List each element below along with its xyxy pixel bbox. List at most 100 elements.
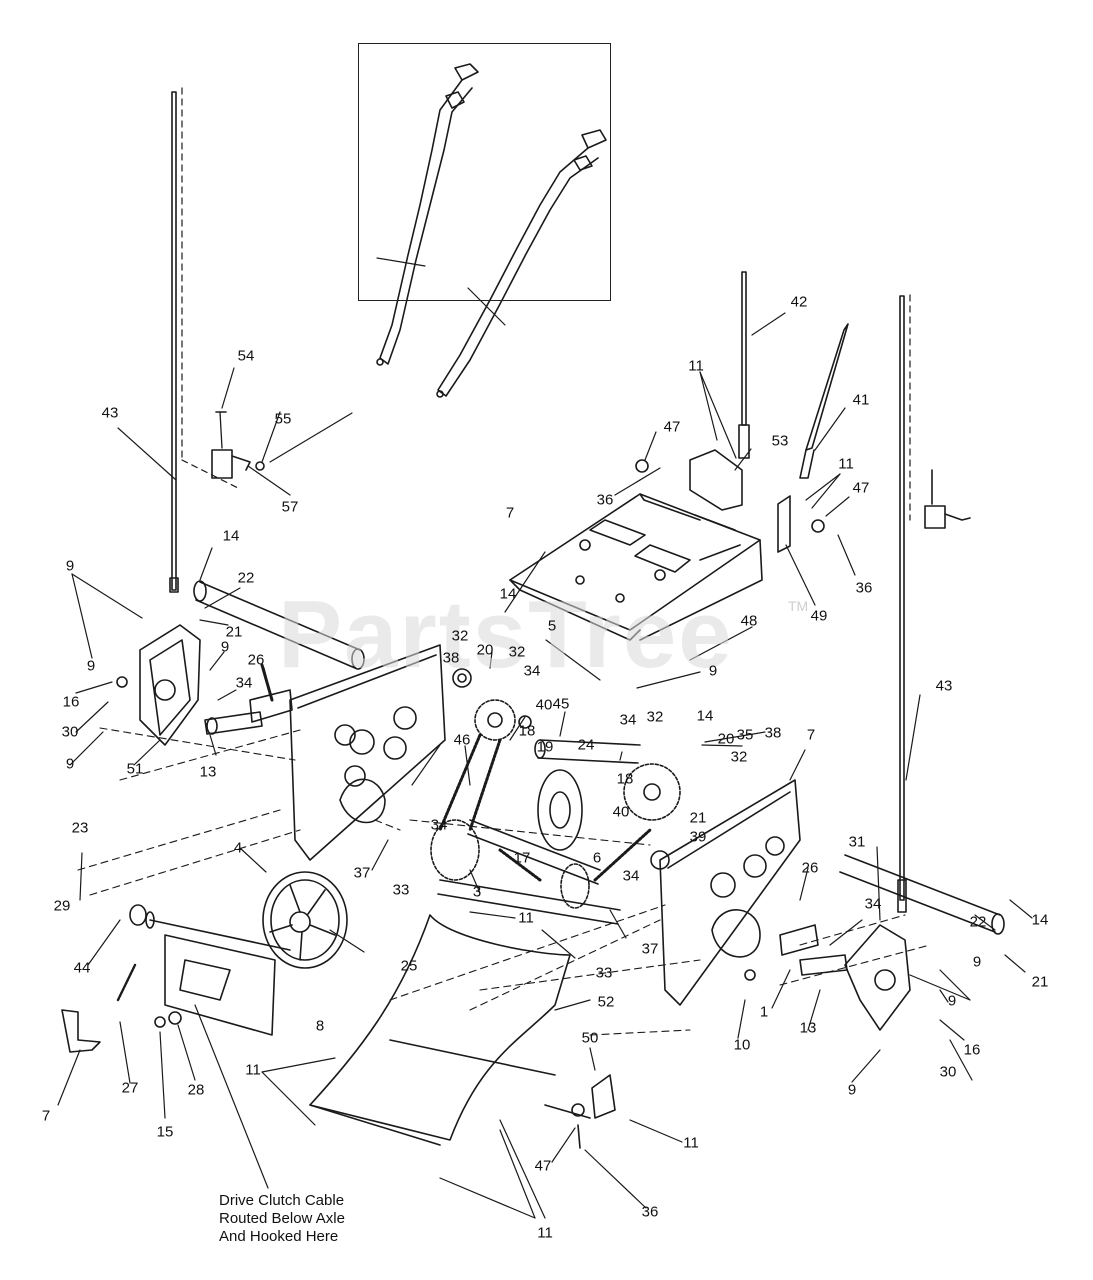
upper-frame-plate xyxy=(509,493,763,641)
part-label: 40 xyxy=(535,696,553,714)
part-label: 8 xyxy=(315,1017,325,1035)
part-label: 11 xyxy=(537,1224,553,1242)
part-label: 33 xyxy=(392,881,410,899)
drive-clutch-cable-note: Drive Clutch Cable Routed Below Axle And… xyxy=(219,1192,345,1246)
callout-leader-lines xyxy=(57,312,1033,1219)
part-label: 5 xyxy=(547,617,557,635)
part-label: 34 xyxy=(864,895,882,913)
part-label: 34 xyxy=(430,816,448,834)
part-label: 9 xyxy=(847,1081,857,1099)
part-label: 23 xyxy=(71,819,89,837)
part-label: 7 xyxy=(505,504,515,522)
clutch-bracket xyxy=(129,904,291,1036)
part-label: 10 xyxy=(733,1036,751,1054)
part-label: 36 xyxy=(855,579,873,597)
part-label: 25 xyxy=(400,957,418,975)
part-label: 55 xyxy=(274,410,292,428)
part-label: 14 xyxy=(499,585,517,603)
friction-disc-wheel xyxy=(262,871,348,969)
part-label: 22 xyxy=(237,569,255,587)
part-label: 18 xyxy=(518,722,536,740)
part-label: 28 xyxy=(187,1081,205,1099)
part-label: 45 xyxy=(552,695,570,713)
part-label: 9 xyxy=(972,953,982,971)
left-axle xyxy=(193,580,365,670)
part-label: 32 xyxy=(646,708,664,726)
part-label: 13 xyxy=(199,763,217,781)
main-shaft xyxy=(534,739,641,764)
part-label: 14 xyxy=(1031,911,1049,929)
part-label: 48 xyxy=(740,612,758,630)
part-label: 49 xyxy=(810,607,828,625)
note-line: Routed Below Axle xyxy=(219,1210,345,1227)
handle-assembly-inset xyxy=(376,63,607,398)
part-label: 15 xyxy=(156,1123,174,1141)
shift-lever-bottom xyxy=(61,963,182,1053)
part-label: 32 xyxy=(730,748,748,766)
part-label: 11 xyxy=(688,357,704,375)
bottom-cover-plate xyxy=(309,914,571,1146)
part-label: 11 xyxy=(245,1061,261,1079)
part-label: 6 xyxy=(592,849,602,867)
part-label: 50 xyxy=(581,1029,599,1047)
part-label: 29 xyxy=(53,897,71,915)
part-label: 7 xyxy=(806,726,816,744)
part-label: 19 xyxy=(536,738,554,756)
left-control-rod xyxy=(169,87,239,593)
part-label: 9 xyxy=(708,662,718,680)
part-label: 30 xyxy=(61,723,79,741)
part-label: 34 xyxy=(619,711,637,729)
handle-inset-frame xyxy=(358,43,611,301)
part-label: 37 xyxy=(641,940,659,958)
friction-wheel-assembly xyxy=(437,769,670,925)
left-side-frame-plate xyxy=(289,644,446,861)
part-label: 43 xyxy=(935,677,953,695)
control-cables xyxy=(738,271,849,479)
note-line: And Hooked Here xyxy=(219,1228,339,1245)
part-label: 54 xyxy=(237,347,255,365)
part-label: 47 xyxy=(534,1157,552,1175)
right-axle-gear-case xyxy=(779,854,1005,1031)
part-label: 13 xyxy=(799,1019,817,1037)
part-label: 21 xyxy=(225,623,243,641)
part-label: 30 xyxy=(939,1063,957,1081)
part-label: 47 xyxy=(852,479,870,497)
part-label: 39 xyxy=(689,828,707,846)
part-label: 9 xyxy=(220,638,230,656)
part-label: 40 xyxy=(612,803,630,821)
part-label: 32 xyxy=(451,627,469,645)
part-label: 33 xyxy=(595,964,613,982)
watermark-text: PartsTree xyxy=(278,581,734,688)
part-label: 9 xyxy=(86,657,96,675)
part-label: 26 xyxy=(247,651,265,669)
part-label: 41 xyxy=(852,391,870,409)
part-label: 35 xyxy=(736,726,754,744)
part-label: 24 xyxy=(577,736,595,754)
part-label: 34 xyxy=(523,662,541,680)
part-label: 11 xyxy=(683,1134,699,1152)
part-label: 34 xyxy=(235,674,253,692)
cable-brackets xyxy=(635,449,825,553)
part-label: 20 xyxy=(717,730,735,748)
part-label: 21 xyxy=(1031,973,1049,991)
part-label: 11 xyxy=(838,455,854,473)
part-label: 21 xyxy=(689,809,707,827)
part-label: 31 xyxy=(848,833,866,851)
right-side-frame-plate xyxy=(659,779,801,1006)
part-label: 27 xyxy=(121,1079,139,1097)
note-line: Drive Clutch Cable xyxy=(219,1192,345,1209)
part-label: 46 xyxy=(453,731,471,749)
watermark-trademark: TM xyxy=(788,598,809,614)
handle-bracket-left xyxy=(211,411,265,479)
part-label: 36 xyxy=(641,1203,659,1221)
part-label: 42 xyxy=(790,293,808,311)
part-label: 34 xyxy=(622,867,640,885)
part-label: 16 xyxy=(963,1041,981,1059)
part-label: 44 xyxy=(73,959,91,977)
part-label: 4 xyxy=(233,839,243,857)
part-label: 3 xyxy=(472,883,482,901)
part-label: 22 xyxy=(969,913,987,931)
left-gear-case xyxy=(116,624,201,746)
part-label: 36 xyxy=(596,491,614,509)
